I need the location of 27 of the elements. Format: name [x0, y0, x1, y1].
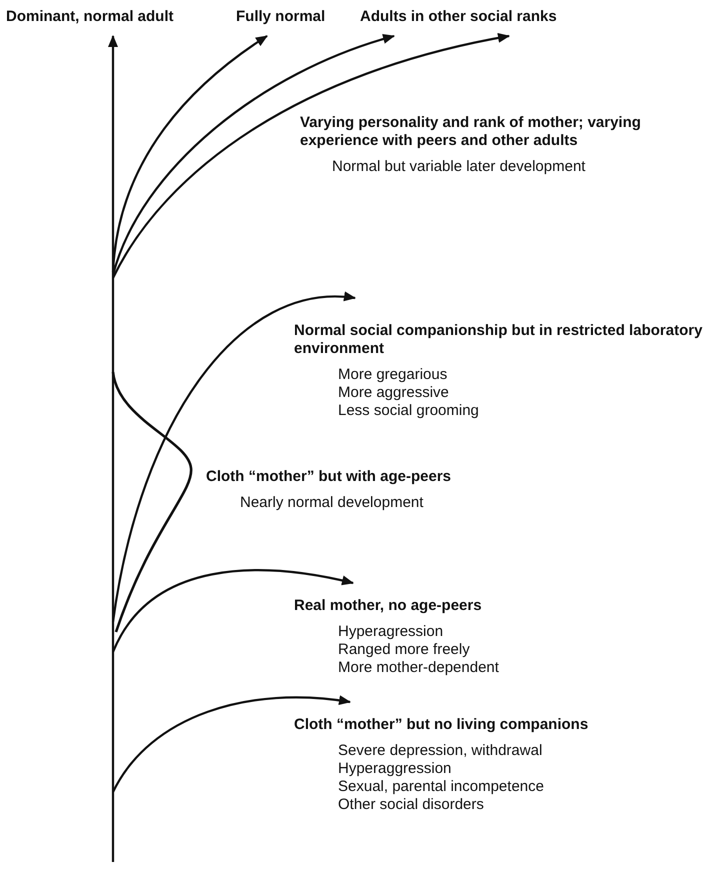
condition-heading: Cloth “mother” but with age-peers [206, 468, 452, 486]
arrow [112, 34, 395, 276]
outcome-text: More aggressive [337, 384, 449, 402]
condition-heading: Fully normal [236, 8, 326, 26]
condition-heading: Varying personality and rank of mother; varying experience with peers and other adults [300, 114, 642, 150]
outcome-text: Hyperagression [337, 623, 444, 641]
outcome-text: More mother-dependent [337, 659, 499, 677]
outcome-text: Normal but variable later development [331, 158, 586, 176]
arrow [112, 569, 354, 652]
outcome-text: Hyperaggression [337, 760, 452, 778]
outcome-text: Ranged more freely [337, 641, 470, 659]
arrow [112, 292, 356, 622]
outcome-text: Less social grooming [337, 402, 479, 420]
arrow [112, 33, 510, 279]
condition-heading: Real mother, no age-peers [294, 597, 482, 615]
outcome-text: Sexual, parental incompetence [337, 778, 544, 796]
outcome-text: Nearly normal development [239, 494, 424, 512]
arrow [112, 35, 268, 272]
arrow [112, 696, 351, 793]
outcome-text: Severe depression, withdrawal [337, 742, 542, 760]
condition-heading: Dominant, normal adult [6, 8, 174, 26]
condition-heading: Normal social companionship but in restricted laboratory environment [294, 322, 704, 358]
condition-heading: Adults in other social ranks [360, 8, 557, 26]
arrow [108, 35, 118, 862]
outcome-text: Other social disorders [337, 796, 484, 814]
outcome-text: More gregarious [337, 366, 448, 384]
condition-heading: Cloth “mother” but no living companions [294, 716, 588, 734]
